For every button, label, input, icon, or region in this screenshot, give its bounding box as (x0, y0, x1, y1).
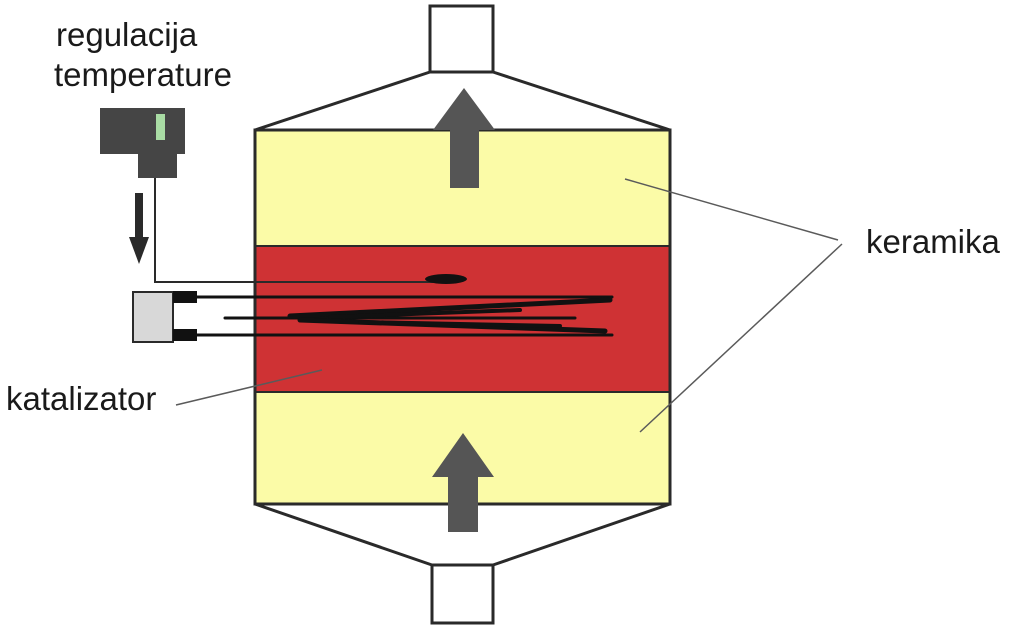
arrow-down-icon (129, 193, 149, 264)
connector-plug-bottom (173, 329, 197, 341)
label-regulation-line2: temperature (54, 56, 232, 93)
arrow-up-icon (432, 433, 494, 532)
label-regulation-line1: regulacija (56, 16, 198, 53)
top-outlet-pipe (428, 4, 495, 74)
label-ceramics: keramika (866, 223, 1001, 260)
bottom-inlet-pipe (430, 563, 495, 625)
controller-sensor-tip (425, 274, 467, 284)
temperature-controller-icon (100, 108, 185, 178)
controller-wire (154, 178, 435, 283)
label-catalyst: katalizator (6, 380, 156, 417)
connector-plug-top (173, 291, 197, 303)
bottom-cone (254, 502, 671, 567)
thermocouple-connector-box (132, 291, 174, 343)
leader-lines (175, 178, 843, 433)
thermocouple-probes (195, 295, 614, 337)
arrow-up-icon (433, 88, 495, 188)
top-cone (254, 70, 671, 132)
